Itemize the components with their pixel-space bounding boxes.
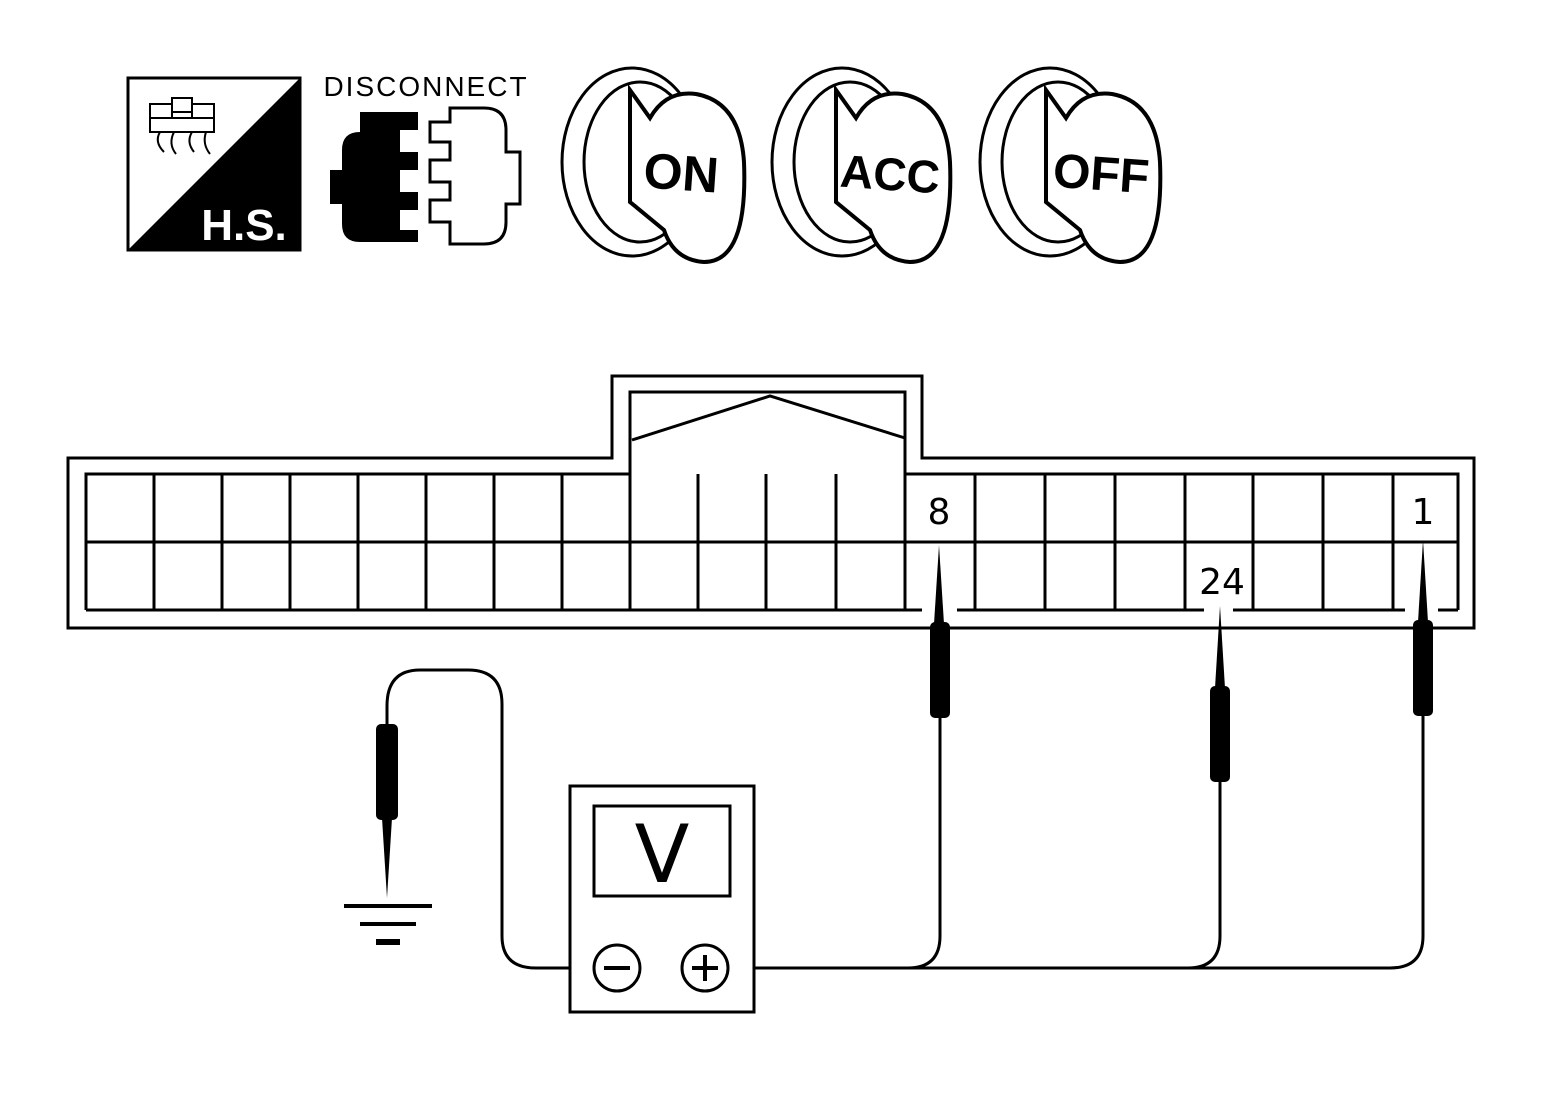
ignition-key-acc-icon: ACC	[770, 66, 953, 265]
harness-side-icon: H.S.	[126, 76, 302, 252]
ignition-label-acc: ACC	[839, 145, 942, 204]
meter-negative-terminal	[592, 943, 642, 993]
disconnect-icon: DISCONNECT	[323, 71, 528, 246]
meter-unit-label: V	[635, 808, 690, 901]
meter-display	[592, 804, 732, 898]
terminal-label-8: 8	[928, 492, 951, 533]
test-probe-terminal-24	[1210, 606, 1230, 782]
test-leads	[385, 668, 1425, 970]
hs-label: H.S.	[201, 201, 287, 250]
meter-positive-terminal	[680, 943, 730, 993]
test-probe-terminal-8	[930, 545, 950, 718]
ignition-key-on-icon: ON	[560, 66, 747, 265]
ignition-key-off-icon: OFF	[978, 66, 1163, 265]
connector-cavity-grid	[152, 474, 1395, 610]
terminal-label-24: 24	[1199, 562, 1245, 603]
ignition-label-off: OFF	[1051, 145, 1150, 205]
test-probe-terminal-1	[1413, 540, 1433, 716]
ground-icon	[344, 904, 432, 945]
label-mask	[1408, 486, 1438, 530]
ignition-label-on: ON	[642, 142, 721, 203]
harness-connector	[66, 374, 1476, 630]
label-mask	[1196, 556, 1250, 600]
voltmeter: V	[568, 784, 756, 1014]
test-probe-ground	[376, 724, 398, 898]
label-mask	[924, 486, 954, 530]
disconnect-label: DISCONNECT	[323, 71, 528, 102]
terminal-label-1: 1	[1412, 492, 1435, 533]
